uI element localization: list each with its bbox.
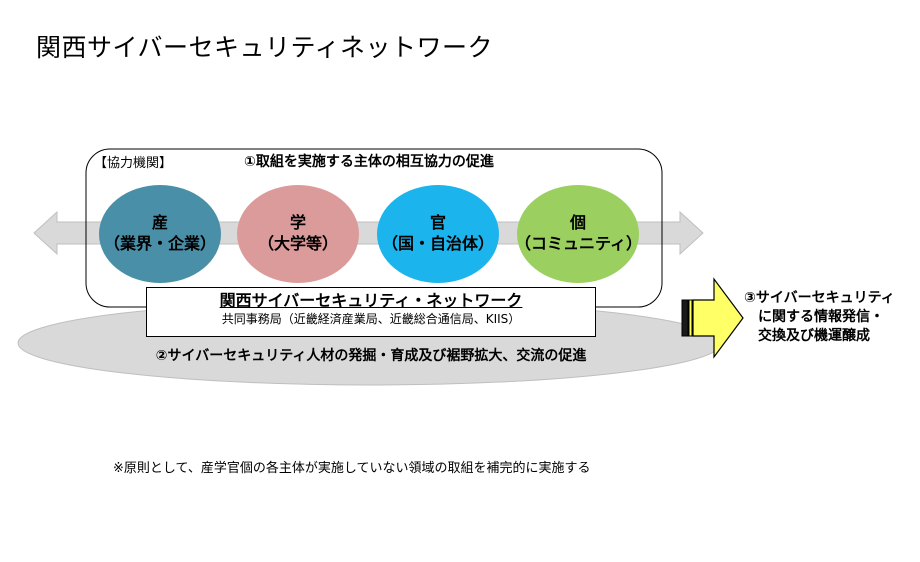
entity-sub-label: （大学等） bbox=[257, 234, 338, 253]
entity-main-label: 官 bbox=[429, 213, 446, 232]
network-office: 共同事務局（近畿経済産業局、近畿総合通信局、KIIS） bbox=[221, 312, 521, 326]
entity-main-label: 個 bbox=[569, 213, 586, 232]
entity-circle-industry bbox=[99, 185, 221, 283]
platform-heading: ②サイバーセキュリティ人材の発掘・育成及び裾野拡大、交流の促進 bbox=[155, 348, 587, 364]
entity-government: 官 （国・自治体） bbox=[375, 212, 501, 254]
entity-main-label: 産 bbox=[151, 213, 168, 232]
entity-circle-government bbox=[377, 185, 499, 283]
entity-individual: 個 （コミュニティ） bbox=[515, 212, 643, 254]
entity-academia: 学 （大学等） bbox=[235, 212, 361, 254]
network-name: 関西サイバーセキュリティ・ネットワーク bbox=[219, 291, 523, 310]
entity-industry: 産 （業界・企業） bbox=[97, 212, 223, 254]
entity-sub-label: （国・自治体） bbox=[381, 234, 494, 253]
cooperation-heading: ①取組を実施する主体の相互協力の促進 bbox=[244, 154, 494, 170]
entity-circle-academia bbox=[237, 185, 359, 283]
outcome-heading: ③サイバーセキュリティ に関する情報発信・ 交換及び機運醸成 bbox=[744, 289, 895, 346]
entity-main-label: 学 bbox=[289, 213, 306, 232]
outcome-line: ③サイバーセキュリティ bbox=[744, 290, 895, 306]
entity-sub-label: （業界・企業） bbox=[103, 234, 216, 253]
outcome-line: 交換及び機運醸成 bbox=[758, 328, 870, 344]
page-title: 関西サイバーセキュリティネットワーク bbox=[36, 33, 494, 62]
entity-sub-label: （コミュニティ） bbox=[515, 234, 643, 253]
cooperation-label: 【協力機関】 bbox=[94, 156, 173, 171]
network-box: 関西サイバーセキュリティ・ネットワーク 共同事務局（近畿経済産業局、近畿総合通信… bbox=[146, 287, 596, 337]
entity-circle-individual bbox=[517, 185, 639, 283]
outcome-line: に関する情報発信・ bbox=[758, 309, 884, 325]
outcome-arrow-icon bbox=[681, 277, 744, 359]
footnote: ※原則として、産学官個の各主体が実施していない領域の取組を補完的に実施する bbox=[113, 461, 591, 476]
